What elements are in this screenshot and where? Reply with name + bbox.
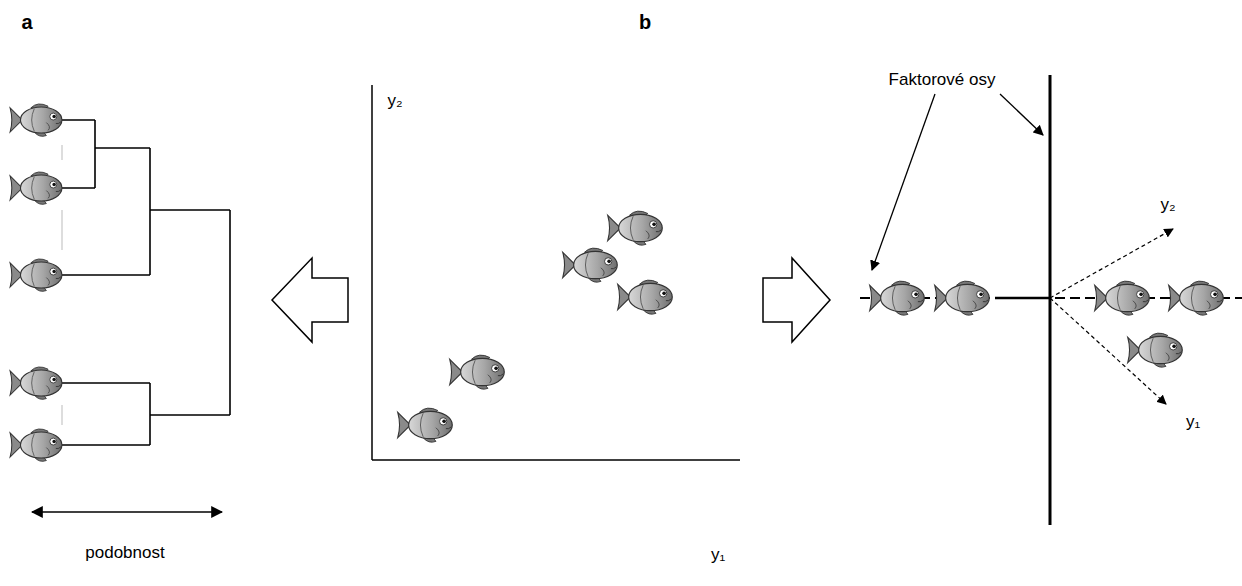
block-arrow [272, 258, 348, 342]
dendrogram [62, 120, 230, 445]
panel-letter: a [21, 11, 32, 33]
axis-label: y₂ [387, 92, 402, 111]
fish-group [398, 211, 673, 442]
scale-label: podobnost [85, 544, 164, 563]
block-arrow [763, 258, 830, 342]
panel-letter: b [639, 11, 651, 33]
axis-label: y₁ [1186, 413, 1200, 432]
axis-label: y₁ [711, 546, 725, 565]
fish-group [870, 281, 1224, 367]
scatter-axes [372, 85, 740, 460]
factor-axes [860, 75, 1242, 525]
axis-label: y₂ [1160, 196, 1175, 215]
callout-label: Faktorové osy [889, 71, 996, 90]
similarity-arrow [32, 511, 222, 513]
fish-group [10, 104, 62, 461]
